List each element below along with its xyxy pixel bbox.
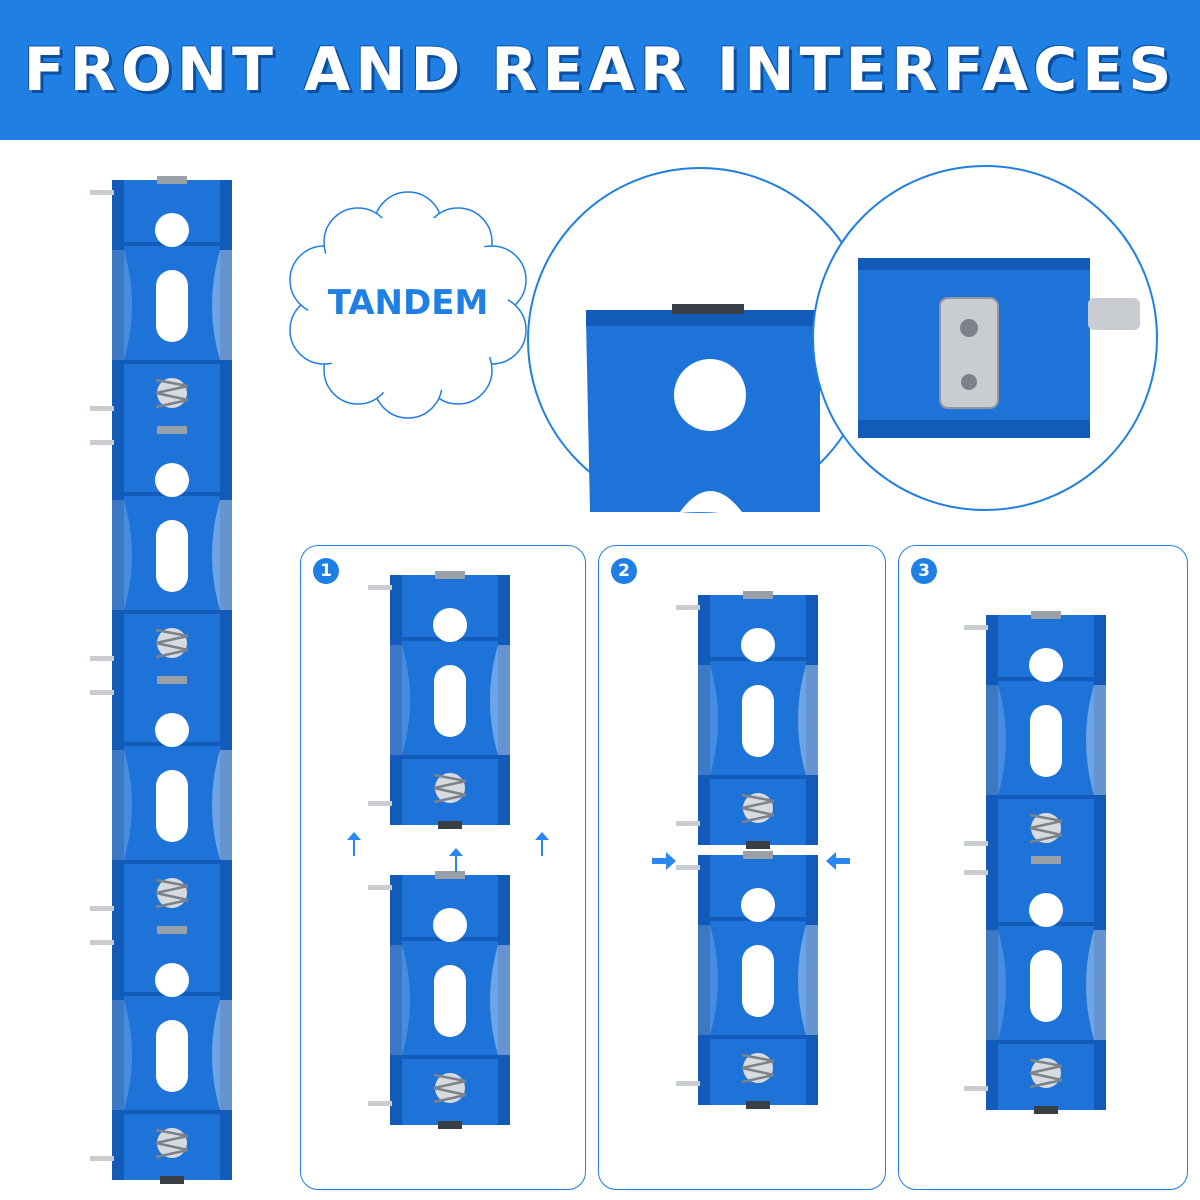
step-number-badge: 3 bbox=[911, 558, 937, 584]
tandem-label: TANDEM bbox=[327, 283, 489, 323]
zoom-circle-rear bbox=[812, 165, 1158, 511]
tandem-cloud-shape bbox=[289, 191, 527, 419]
step-number-badge: 1 bbox=[313, 558, 339, 584]
step-2-illustration bbox=[652, 589, 850, 1111]
zoom-circle-front bbox=[527, 167, 873, 513]
tandem-callout: TANDEM bbox=[290, 196, 526, 410]
tandem-holder-strip bbox=[88, 174, 234, 1186]
step-number-badge: 2 bbox=[611, 558, 637, 584]
step-panel-2: 2 bbox=[598, 545, 886, 1190]
step-1-illustration bbox=[347, 569, 549, 1131]
title-banner: FRONT AND REAR INTERFACES bbox=[0, 0, 1200, 140]
step-panel-1: 1 bbox=[300, 545, 586, 1190]
step-panel-3: 3 bbox=[898, 545, 1188, 1190]
banner-title: FRONT AND REAR INTERFACES bbox=[23, 35, 1177, 105]
